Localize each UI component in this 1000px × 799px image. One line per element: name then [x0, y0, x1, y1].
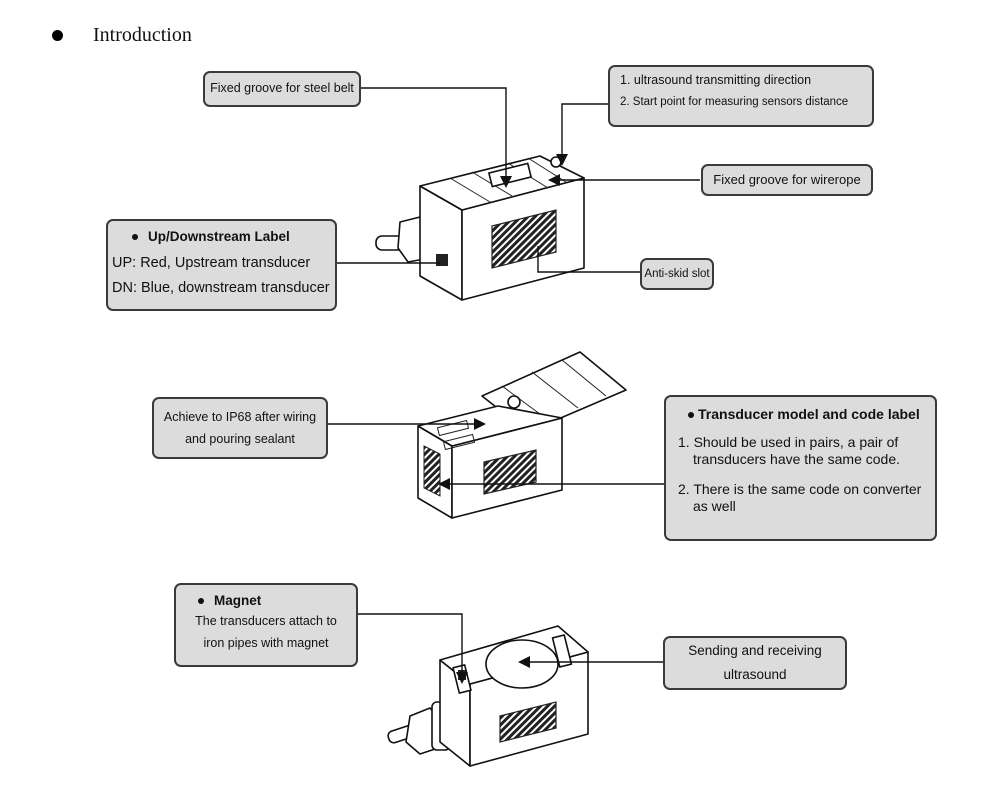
transducer-bottom-drawing: [387, 625, 589, 767]
bullet-icon: [52, 30, 63, 41]
callout-anti-skid-text: Anti-skid slot: [644, 267, 710, 280]
leader-anti-skid: [537, 246, 640, 273]
ip68-line-2: and pouring sealant: [185, 431, 295, 446]
anti-skid-hatch-top: [491, 209, 557, 269]
callout-code-label: Transducer model and code label 1. Shoul…: [664, 395, 937, 541]
bullet-icon: [198, 598, 204, 605]
section-heading: Introduction: [52, 24, 192, 47]
callout-updown-label: Up/Downstream Label UP: Red, Upstream tr…: [106, 219, 337, 311]
callout-magnet: Magnet The transducers attach to iron pi…: [174, 583, 358, 667]
transducer-middle-drawing: [417, 351, 627, 519]
code-label-item-2b: as well: [693, 498, 736, 514]
magnet-line-2: iron pipes with magnet: [203, 635, 329, 650]
ultrasound-direction-line-2: 2. Start point for measuring sensors dis…: [620, 95, 849, 108]
updown-label-line-2: DN: Blue, downstream transducer: [112, 280, 330, 296]
updown-label-title: Up/Downstream Label: [148, 229, 290, 244]
section-title: Introduction: [93, 24, 192, 46]
sending-line-2: ultrasound: [723, 666, 787, 682]
callout-wirerope-text: Fixed groove for wirerope: [713, 171, 861, 187]
callout-anti-skid: Anti-skid slot: [640, 258, 714, 290]
code-label-item-1a: 1. Should be used in pairs, a pair of: [678, 433, 899, 450]
label-slot-top: [436, 254, 448, 266]
magnet-title: Magnet: [214, 593, 262, 608]
updown-label-heading: Up/Downstream Label: [132, 229, 335, 246]
leader-steel-belt: [360, 87, 507, 178]
callout-ultrasound-direction: 1. ultrasound transmitting direction 2. …: [608, 65, 874, 127]
anti-skid-hatch-bottom: [499, 701, 557, 743]
callout-sending: Sending and receiving ultrasound: [663, 636, 847, 690]
code-label-item-1b: transducers have the same code.: [693, 451, 901, 467]
leader-ultrasound-direction: [561, 103, 610, 158]
bullet-icon: [132, 234, 138, 241]
ip68-line-1: Achieve to IP68 after wiring: [163, 410, 317, 424]
code-label-title: Transducer model and code label: [698, 406, 920, 422]
code-label-item-2a: 2. There is the same code on converter: [678, 480, 922, 497]
leader-magnet: [358, 613, 463, 676]
updown-label-line-1: UP: Red, Upstream transducer: [112, 254, 311, 271]
callout-steel-belt-text: Fixed groove for steel belt: [210, 81, 354, 96]
ultrasound-direction-line-1: 1. ultrasound transmitting direction: [620, 73, 812, 87]
code-label-heading: Transducer model and code label: [688, 406, 935, 424]
callout-ip68: Achieve to IP68 after wiring and pouring…: [152, 397, 328, 459]
magnet-heading: Magnet: [198, 593, 356, 610]
bullet-icon: [688, 411, 694, 418]
callout-steel-belt: Fixed groove for steel belt: [203, 71, 361, 107]
callout-wirerope: Fixed groove for wirerope: [701, 164, 873, 196]
sending-line-1: Sending and receiving: [688, 643, 822, 658]
transducer-top-drawing: [375, 155, 585, 301]
magnet-line-1: The transducers attach to: [195, 613, 337, 628]
housing-middle-top: [417, 405, 563, 447]
